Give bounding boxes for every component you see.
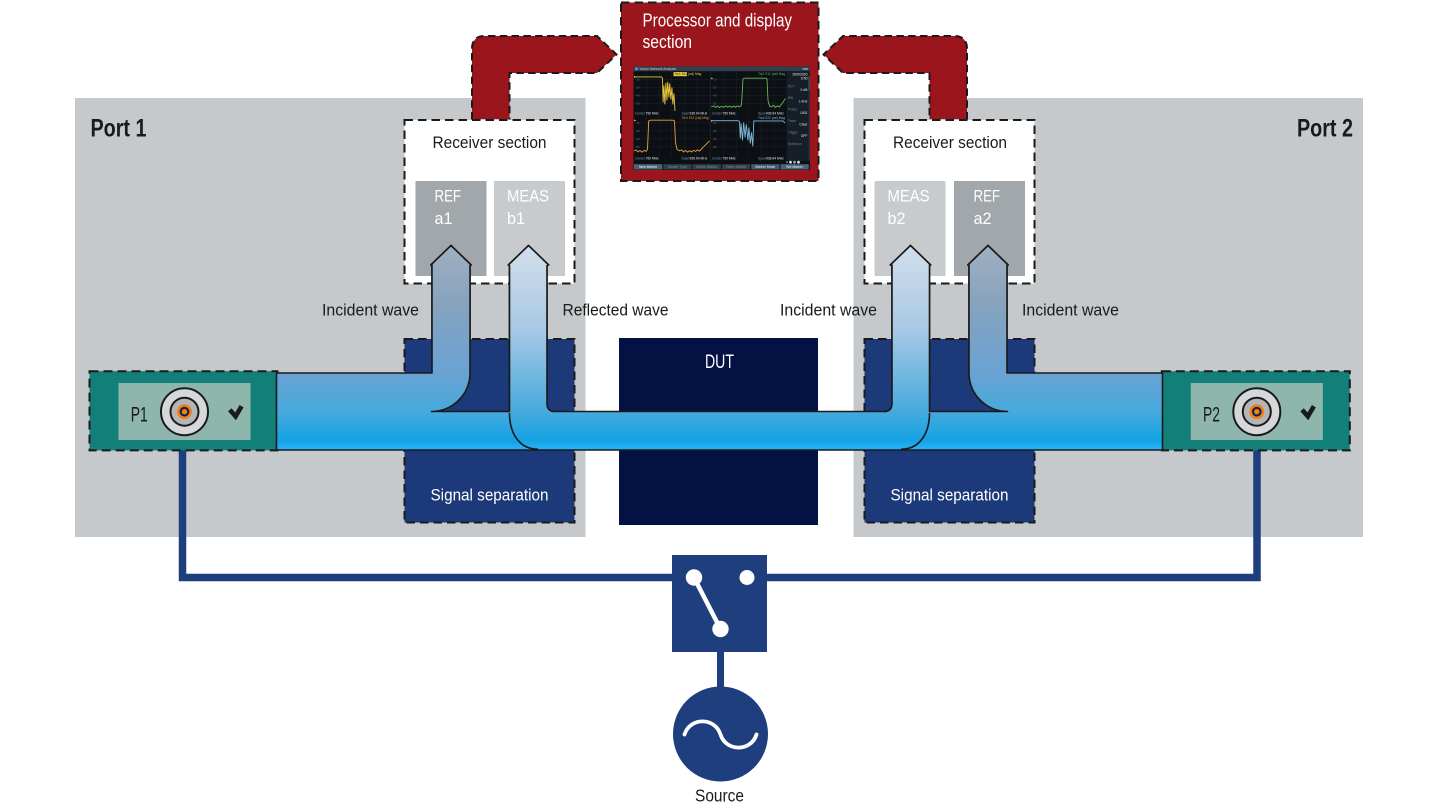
svg-text:Clear: Clear: [799, 122, 808, 126]
svg-text:939.94 MHz: 939.94 MHz: [690, 157, 708, 161]
svg-text:26/5/2020: 26/5/2020: [792, 72, 807, 76]
svg-text:Trc2 S12 (cal) Mag: Trc2 S12 (cal) Mag: [758, 72, 785, 76]
svg-text:Marker Type: Marker Type: [668, 165, 687, 169]
svg-text:DUT: DUT: [705, 352, 734, 373]
svg-text:MEAS: MEAS: [888, 186, 930, 205]
svg-text:OFF: OFF: [801, 134, 808, 138]
svg-text:-10: -10: [713, 121, 717, 125]
svg-text:BW: BW: [788, 96, 793, 100]
svg-text:b2: b2: [888, 209, 906, 228]
svg-text:REF: REF: [974, 186, 1001, 205]
svg-text:Delete Marker: Delete Marker: [696, 165, 718, 169]
svg-text:-25: -25: [713, 129, 717, 133]
svg-text:-40: -40: [636, 93, 640, 97]
svg-text:Span: Span: [758, 111, 766, 115]
svg-text:REF: REF: [435, 186, 462, 205]
svg-text:0 dB: 0 dB: [801, 88, 809, 92]
svg-text:Incident wave: Incident wave: [322, 301, 419, 320]
svg-text:-55: -55: [713, 145, 717, 149]
svg-text:-25: -25: [636, 85, 640, 89]
svg-text:-25: -25: [713, 85, 717, 89]
svg-text:-55: -55: [636, 145, 640, 149]
svg-text:-40: -40: [713, 137, 717, 141]
svg-text:Set Marker: Set Marker: [786, 165, 803, 169]
svg-text:Receiver section: Receiver section: [893, 134, 1007, 152]
svg-text:Trace: Trace: [788, 119, 796, 123]
svg-text:939.94 MHz: 939.94 MHz: [766, 157, 784, 161]
svg-text:-55: -55: [636, 101, 640, 105]
svg-text:RCT: RCT: [788, 84, 795, 88]
svg-text:Points: Points: [788, 107, 797, 111]
svg-text:939.94 MHz: 939.94 MHz: [690, 111, 708, 115]
svg-text:b1: b1: [507, 209, 525, 228]
svg-text:-55: -55: [713, 101, 717, 105]
svg-text:Trc1 S11: Trc1 S11: [675, 72, 688, 76]
svg-text:P1: P1: [131, 403, 148, 426]
svg-text:Source: Source: [695, 786, 744, 806]
svg-text:Trc4 S22 (cal) Mag: Trc4 S22 (cal) Mag: [758, 116, 785, 120]
svg-text:6:50: 6:50: [801, 76, 808, 80]
svg-text:Select Marker: Select Marker: [726, 165, 748, 169]
svg-text:Span: Span: [682, 157, 690, 161]
svg-text:-10: -10: [636, 121, 640, 125]
svg-text:939.94 MHz: 939.94 MHz: [766, 111, 784, 115]
svg-text:750 MHz: 750 MHz: [723, 111, 737, 115]
svg-text:1 kHz: 1 kHz: [799, 99, 808, 103]
svg-text:Spectrum: Spectrum: [788, 142, 802, 146]
svg-text:Center: Center: [712, 111, 723, 115]
svg-text:Port 2: Port 2: [1297, 115, 1353, 143]
svg-text:Incident wave: Incident wave: [1022, 301, 1119, 320]
svg-text:a2: a2: [974, 209, 992, 228]
svg-text:MEAS: MEAS: [507, 186, 549, 205]
svg-text:Reflected wave: Reflected wave: [563, 301, 669, 320]
svg-text:section: section: [643, 31, 693, 52]
svg-text:-10: -10: [713, 77, 717, 81]
svg-text:a1: a1: [435, 209, 453, 228]
svg-text:Span: Span: [682, 111, 690, 115]
svg-text:(cal) Mag: (cal) Mag: [688, 72, 702, 76]
svg-text:750 MHz: 750 MHz: [723, 157, 737, 161]
svg-text:-25: -25: [636, 129, 640, 133]
svg-text:Vector Network Analyzer: Vector Network Analyzer: [640, 67, 678, 71]
svg-text:New Marker: New Marker: [639, 165, 658, 169]
svg-text:750 MHz: 750 MHz: [646, 157, 660, 161]
svg-text:Trigger: Trigger: [788, 130, 799, 134]
svg-text:Trc3 S21 (cal) Mag: Trc3 S21 (cal) Mag: [682, 116, 709, 120]
svg-text:Port 1: Port 1: [91, 115, 147, 143]
svg-text:Incident wave: Incident wave: [780, 301, 877, 320]
svg-text:-10: -10: [636, 77, 640, 81]
svg-text:P2: P2: [1203, 403, 1220, 426]
svg-text:Receiver section: Receiver section: [433, 134, 547, 152]
svg-text:Marker Mode: Marker Mode: [755, 165, 775, 169]
svg-text:-40: -40: [636, 137, 640, 141]
svg-text:Signal separation: Signal separation: [431, 487, 549, 505]
svg-text:Center: Center: [635, 157, 646, 161]
svg-text:Span: Span: [758, 157, 766, 161]
svg-text:1001: 1001: [800, 111, 808, 115]
svg-text:Center: Center: [712, 157, 723, 161]
svg-text:Signal separation: Signal separation: [891, 487, 1009, 505]
svg-text:Processor and display: Processor and display: [643, 9, 793, 30]
svg-text:750 MHz: 750 MHz: [646, 111, 660, 115]
svg-text:-40: -40: [713, 93, 717, 97]
svg-text:Center: Center: [635, 111, 646, 115]
